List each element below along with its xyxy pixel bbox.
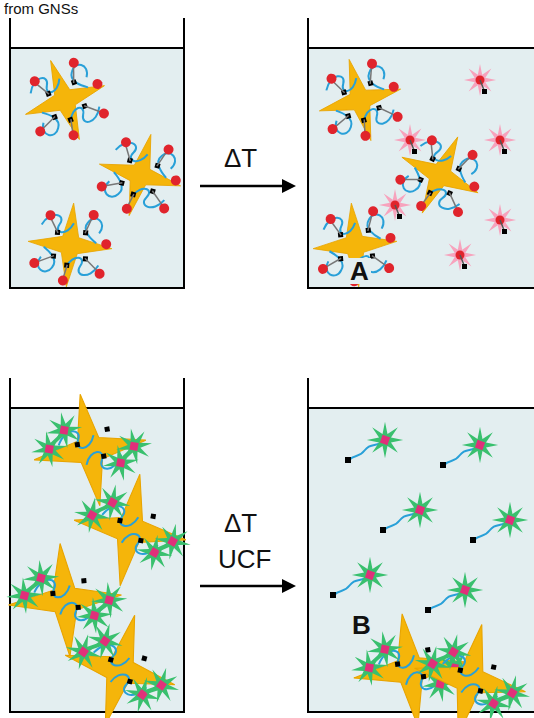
- panel-label: A: [348, 258, 371, 284]
- caption-fragment: from GNSs: [4, 1, 78, 16]
- panel-label: B: [350, 612, 373, 638]
- arrow-label: ΔT: [224, 510, 257, 536]
- arrow-label: UCF: [218, 546, 271, 572]
- arrow-label: ΔT: [224, 145, 257, 171]
